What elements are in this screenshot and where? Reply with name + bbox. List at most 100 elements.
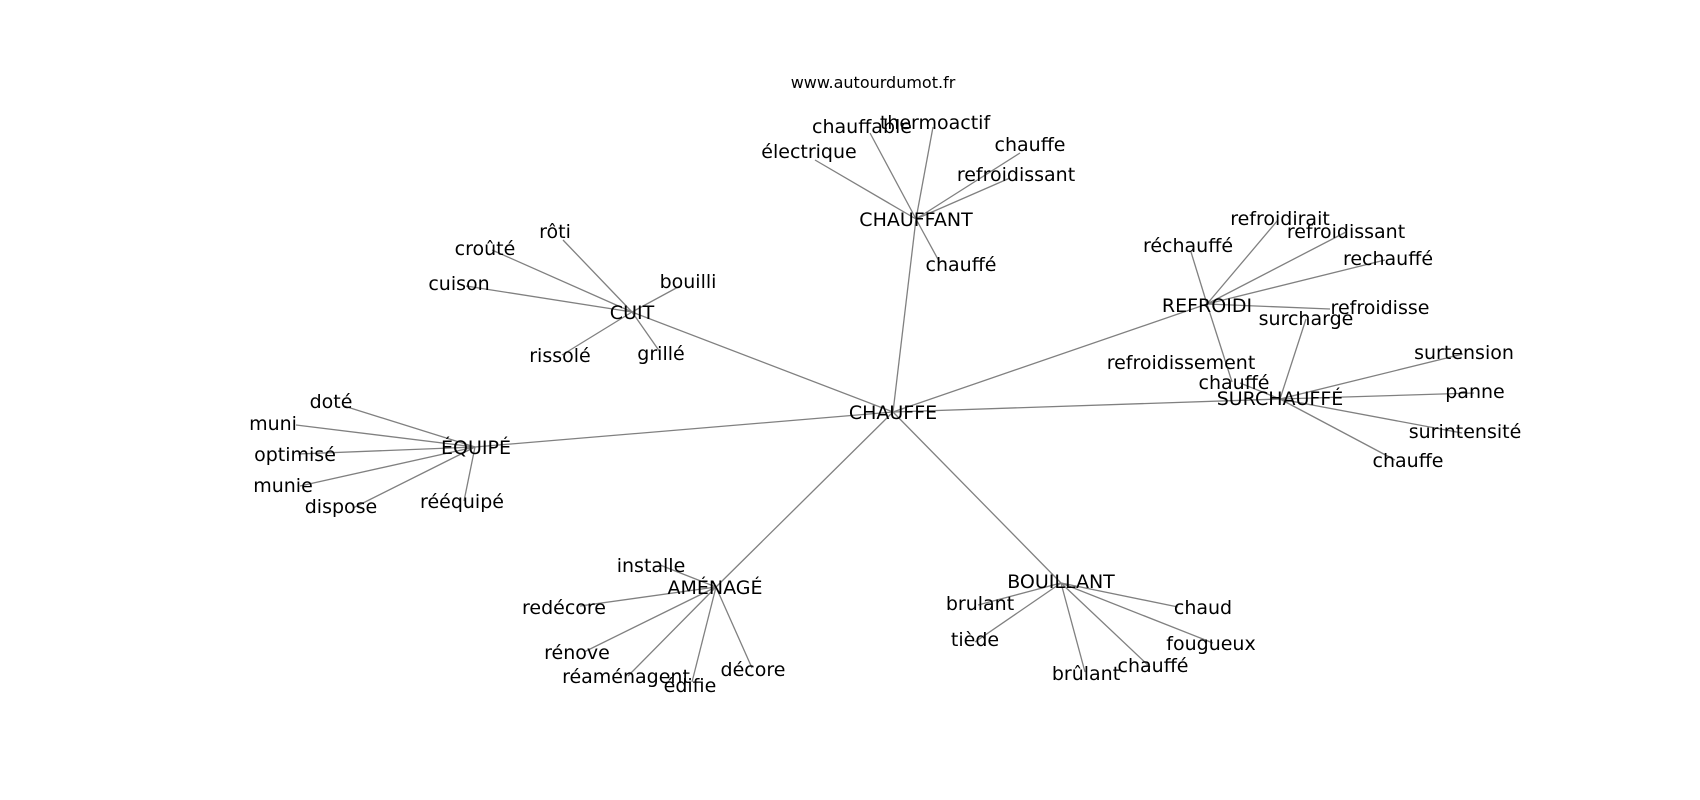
edge-hub-to-word	[1279, 392, 1475, 400]
word-node: rééquipé	[420, 491, 504, 513]
word-node: décore	[721, 659, 786, 681]
edge-hub-to-word	[1060, 582, 1214, 644]
edge-hub-to-word	[915, 177, 1011, 220]
word-node: surcharge	[1259, 308, 1354, 330]
word-node: refroidissant	[1287, 221, 1405, 243]
edge-center-to-hub	[474, 411, 894, 448]
edge-hub-to-word	[1279, 318, 1307, 400]
word-node: surintensité	[1409, 421, 1522, 443]
word-node: thermoactif	[880, 112, 992, 134]
word-node: rôti	[539, 221, 571, 243]
word-node: chaud	[1174, 597, 1232, 619]
edge-hub-to-word	[1206, 231, 1347, 305]
word-node: installe	[617, 555, 686, 577]
edge-hub-to-word	[1239, 382, 1281, 400]
edge-hub-to-word	[491, 249, 633, 313]
word-node: rechauffé	[1343, 248, 1433, 270]
edge-hub-to-word	[295, 424, 476, 448]
hub-node: REFROIDI	[1162, 295, 1252, 317]
word-node: édifie	[664, 675, 717, 697]
edge-center-to-hub	[892, 218, 917, 413]
hub-node: BOUILLANT	[1007, 571, 1115, 593]
edge-hub-to-word	[715, 586, 753, 669]
edge-center-to-hub	[631, 311, 894, 413]
edge-hub-to-word	[627, 586, 717, 677]
edge-hub-to-word	[1206, 219, 1279, 305]
word-node: dispose	[305, 496, 378, 518]
graph-labels: CHAUFFE CHAUFFANT électrique chauffablether…	[249, 112, 1521, 697]
edge-hub-to-word	[579, 586, 717, 607]
hub-node: CHAUFFANT	[859, 209, 973, 231]
hub-node: ÉQUIPÉ	[441, 436, 511, 459]
word-node: rénove	[544, 642, 610, 664]
word-node: tiède	[951, 629, 999, 651]
source-watermark: www.autourdumot.fr	[791, 73, 956, 92]
word-node: chauffé	[1118, 655, 1189, 677]
word-node: chauffe	[1373, 450, 1444, 472]
edge-hub-to-word	[915, 218, 941, 264]
edge-hub-to-word	[869, 132, 917, 220]
word-node: doté	[310, 391, 353, 413]
edge-hub-to-word	[631, 311, 661, 353]
word-node: croûté	[455, 238, 516, 260]
word-node: bouilli	[660, 271, 717, 293]
edge-hub-to-word	[299, 446, 476, 487]
word-node: chauffable	[812, 116, 912, 138]
word-node: refroidirait	[1230, 208, 1330, 230]
word-node: surtension	[1414, 342, 1514, 364]
edge-hub-to-word	[561, 311, 633, 356]
edge-hub-to-word	[1279, 398, 1463, 434]
edge-hub-to-word	[343, 405, 476, 448]
edge-center-to-hub	[892, 398, 1281, 413]
graph-edges	[295, 126, 1475, 683]
word-node: rissolé	[529, 345, 590, 367]
edge-hub-to-word	[915, 126, 934, 220]
edge-center-to-hub	[892, 411, 1062, 584]
edge-hub-to-word	[465, 285, 633, 313]
word-node: brûlant	[1052, 663, 1120, 685]
word-node: chauffé	[1199, 372, 1270, 394]
word-node: cuison	[428, 273, 489, 295]
word-node: grillé	[637, 343, 684, 365]
word-node: réchauffé	[1143, 235, 1233, 257]
edge-hub-to-word	[974, 582, 1062, 643]
edge-hub-to-word	[463, 446, 476, 502]
word-node: refroidissant	[957, 164, 1075, 186]
word-node: brulant	[946, 593, 1014, 615]
edge-hub-to-word	[1206, 303, 1331, 310]
edge-hub-to-word	[915, 152, 1021, 220]
edge-hub-to-word	[1190, 251, 1208, 305]
edge-hub-to-word	[814, 159, 917, 220]
word-node: panne	[1445, 381, 1504, 403]
word-node: électrique	[761, 141, 856, 163]
hub-node: CUIT	[610, 302, 655, 324]
edge-hub-to-word	[1206, 303, 1233, 383]
word-node: muni	[249, 413, 297, 435]
edge-hub-to-word	[659, 564, 717, 588]
word-node: optimisé	[254, 444, 336, 466]
edge-hub-to-word	[977, 582, 1062, 606]
edge-center-to-hub	[715, 411, 894, 588]
edge-center-to-hub	[892, 303, 1208, 413]
edge-hub-to-word	[1060, 582, 1151, 668]
word-node: chauffe	[995, 134, 1066, 156]
edge-hub-to-word	[562, 239, 633, 313]
edge-hub-to-word	[583, 586, 717, 653]
edge-hub-to-word	[1060, 582, 1086, 673]
word-node: refroidissement	[1107, 352, 1256, 374]
word-node: fougueux	[1166, 633, 1255, 655]
edge-hub-to-word	[1279, 398, 1396, 461]
edge-hub-to-word	[631, 285, 681, 313]
edge-hub-to-word	[352, 446, 476, 509]
word-node: chauffé	[926, 254, 997, 276]
center-node: CHAUFFE	[849, 402, 937, 424]
hub-node: SURCHAUFFÉ	[1217, 387, 1344, 410]
edge-hub-to-word	[691, 586, 717, 683]
word-node: munie	[253, 475, 313, 497]
edge-hub-to-word	[297, 446, 476, 455]
word-node: réaménagent	[562, 666, 690, 688]
edge-hub-to-word	[1060, 582, 1179, 608]
word-node: refroidisse	[1331, 297, 1430, 319]
edge-hub-to-word	[1279, 353, 1464, 400]
